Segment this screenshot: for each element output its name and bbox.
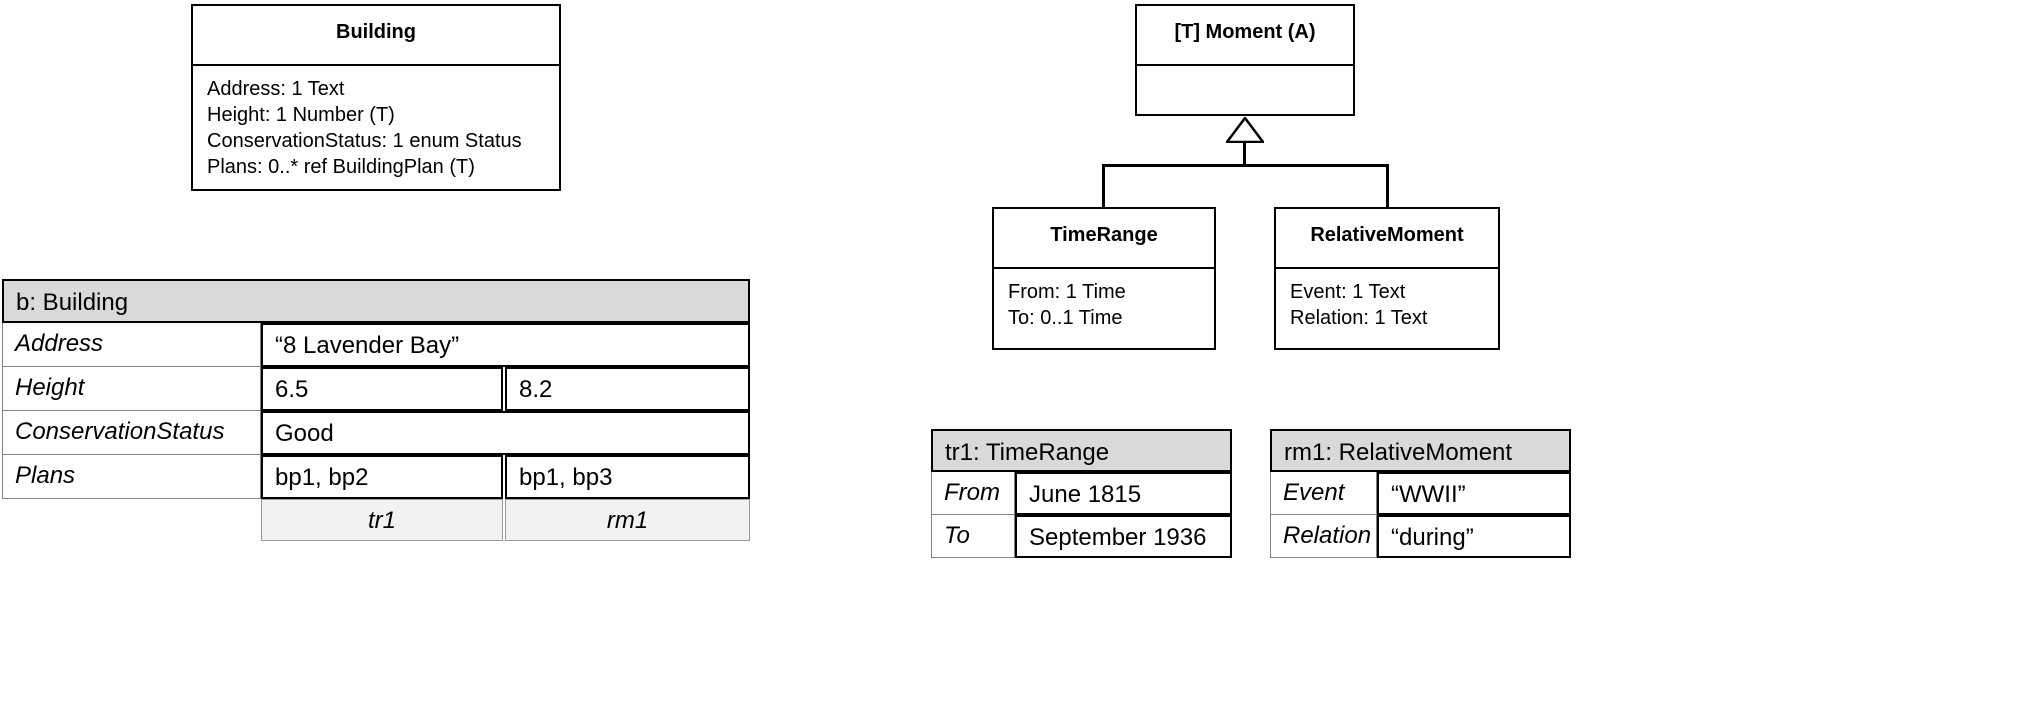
class-name-relativemoment: RelativeMoment <box>1310 224 1464 246</box>
object-slot-value: bp1, bp3 <box>505 455 750 499</box>
class-attribute: Relation: 1 Text <box>1290 307 1428 329</box>
class-attributes-timerange: From: 1 Time To: 0..1 Time <box>994 269 1214 341</box>
class-compartment-divider <box>1137 64 1353 66</box>
object-table-header: rm1: RelativeMoment <box>1270 429 1571 472</box>
object-slot-value: 8.2 <box>505 367 750 411</box>
table-row: To September 1936 <box>931 515 1232 558</box>
object-table-header: b: Building <box>2 279 750 323</box>
class-attribute: Event: 1 Text <box>1290 281 1406 303</box>
class-attributes-moment <box>1137 66 1353 104</box>
table-row: Event “WWII” <box>1270 472 1571 515</box>
class-box-timerange: TimeRange From: 1 Time To: 0..1 Time <box>992 207 1216 350</box>
timestamp-spacer <box>2 499 261 541</box>
class-attribute: ConservationStatus: 1 enum Status <box>207 130 522 152</box>
object-slot-key: Address <box>2 323 261 367</box>
class-name-timerange: TimeRange <box>1050 224 1158 246</box>
table-row: Relation “during” <box>1270 515 1571 558</box>
class-compartment-divider <box>994 267 1214 269</box>
generalization-branch-right <box>1386 164 1389 208</box>
class-box-building: Building Address: 1 Text Height: 1 Numbe… <box>191 4 561 191</box>
class-attribute: From: 1 Time <box>1008 281 1126 303</box>
class-attribute: Height: 1 Number (T) <box>207 104 395 126</box>
object-slot-key: From <box>931 472 1015 515</box>
object-slot-value: June 1815 <box>1015 472 1232 515</box>
object-slot-key: Height <box>2 367 261 411</box>
object-table-tr1: tr1: TimeRange From June 1815 To Septemb… <box>931 429 1232 558</box>
object-table-header: tr1: TimeRange <box>931 429 1232 472</box>
object-slot-key: Event <box>1270 472 1377 515</box>
class-compartment-divider <box>193 64 559 66</box>
table-row: From June 1815 <box>931 472 1232 515</box>
class-box-moment: [T] Moment (A) <box>1135 4 1355 116</box>
table-row: Address “8 Lavender Bay” <box>2 323 750 367</box>
class-box-relativemoment: RelativeMoment Event: 1 Text Relation: 1… <box>1274 207 1500 350</box>
object-slot-value: Good <box>261 411 750 455</box>
class-compartment-divider <box>1276 267 1498 269</box>
object-slot-value: “8 Lavender Bay” <box>261 323 750 367</box>
object-slot-key: Relation <box>1270 515 1377 558</box>
generalization-branch-left <box>1102 164 1105 208</box>
object-slot-value: bp1, bp2 <box>261 455 503 499</box>
table-row: ConservationStatus Good <box>2 411 750 455</box>
object-table-rm1: rm1: RelativeMoment Event “WWII” Relatio… <box>1270 429 1571 558</box>
class-attribute: To: 0..1 Time <box>1008 307 1123 329</box>
class-attributes-relativemoment: Event: 1 Text Relation: 1 Text <box>1276 269 1498 341</box>
table-row: Height 6.5 8.2 <box>2 367 750 411</box>
class-name-moment: [T] Moment (A) <box>1174 21 1316 43</box>
object-slot-value: September 1936 <box>1015 515 1232 558</box>
class-attribute: Address: 1 Text <box>207 78 345 100</box>
generalization-crossbar <box>1102 164 1389 167</box>
object-slot-key: ConservationStatus <box>2 411 261 455</box>
timestamp-label-row: tr1 rm1 <box>2 499 750 541</box>
table-row: Plans bp1, bp2 bp1, bp3 <box>2 455 750 499</box>
object-slot-key: Plans <box>2 455 261 499</box>
class-attribute: Plans: 0..* ref BuildingPlan (T) <box>207 156 475 178</box>
timestamp-label-rm1: rm1 <box>505 499 750 541</box>
class-name-building: Building <box>336 21 416 43</box>
class-attributes-building: Address: 1 Text Height: 1 Number (T) Con… <box>193 66 559 190</box>
object-slot-value: “during” <box>1377 515 1571 558</box>
timestamp-label-tr1: tr1 <box>261 499 503 541</box>
object-slot-key: To <box>931 515 1015 558</box>
object-slot-value: 6.5 <box>261 367 503 411</box>
object-slot-value: “WWII” <box>1377 472 1571 515</box>
object-table-building: b: Building Address “8 Lavender Bay” Hei… <box>2 279 750 541</box>
generalization-stem <box>1243 142 1246 166</box>
